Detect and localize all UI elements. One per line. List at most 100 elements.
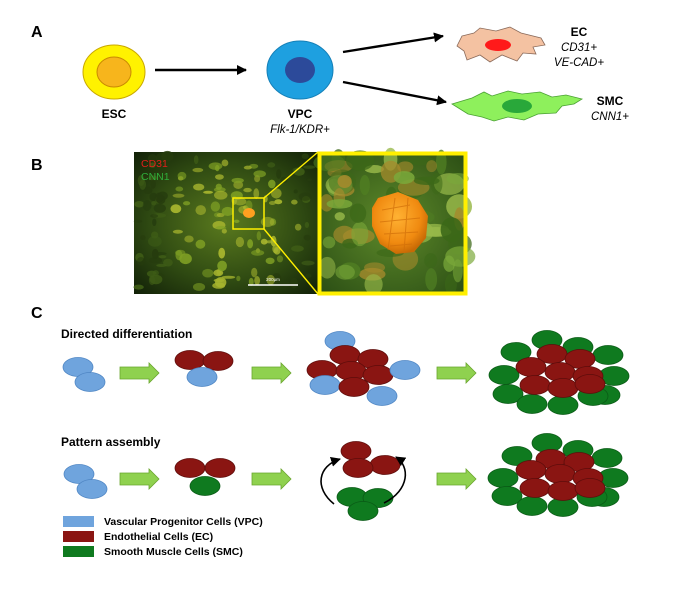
tissue-speck <box>134 200 145 208</box>
zoomed-tissue-speck <box>435 149 447 175</box>
tissue-speck <box>156 263 167 267</box>
tissue-speck <box>248 277 254 286</box>
tissue-speck <box>182 201 191 206</box>
ec-cell-nucleus <box>485 39 511 51</box>
zoomed-tissue-speck <box>326 199 353 209</box>
ec-cell <box>519 375 551 395</box>
tissue-speck <box>251 267 258 278</box>
tissue-speck <box>215 183 222 191</box>
ec-cell <box>519 478 551 498</box>
tissue-speck <box>221 206 234 216</box>
tissue-speck <box>150 179 156 189</box>
ec-cell <box>204 458 236 478</box>
tissue-speck <box>281 280 290 288</box>
tissue-speck <box>256 231 262 241</box>
smc-cell <box>592 345 624 365</box>
tissue-speck <box>236 275 241 282</box>
tissue-speck <box>267 162 276 168</box>
ec-cell <box>369 455 401 475</box>
tissue-speck <box>172 229 183 234</box>
ec-marker-1: CD31+ <box>561 42 597 54</box>
tissue-speck <box>193 155 199 165</box>
tissue-speck <box>216 212 225 218</box>
tissue-speck <box>193 183 205 191</box>
legend-label-ec: Endothelial Cells (EC) <box>104 531 213 543</box>
esc-cell-icon <box>82 44 146 100</box>
zoomed-tissue-speck <box>393 171 415 184</box>
tissue-speck <box>184 235 194 243</box>
tissue-speck <box>175 249 186 256</box>
zoomed-tissue-speck <box>424 253 438 269</box>
tissue-speck <box>268 201 276 206</box>
vpc-cell <box>186 367 218 387</box>
tissue-speck <box>152 270 159 276</box>
tissue-speck <box>153 203 166 213</box>
cell-clusters <box>62 330 630 521</box>
green-process-arrow-icon <box>436 362 477 384</box>
tissue-speck <box>203 190 214 194</box>
tissue-speck <box>157 191 168 201</box>
tissue-speck <box>260 238 268 245</box>
tissue-speck <box>177 171 187 181</box>
tissue-speck <box>149 162 156 168</box>
smc-cell <box>500 342 532 362</box>
green-process-arrow-icon <box>251 468 292 490</box>
esc-cell-nucleus <box>96 56 132 88</box>
tissue-speck <box>243 187 252 193</box>
tissue-speck <box>233 197 247 206</box>
tissue-speck <box>291 245 304 252</box>
smc-cell <box>547 395 579 415</box>
zoomed-tissue-speck <box>318 256 336 279</box>
tissue-speck <box>150 214 159 218</box>
smc-cell-icon <box>451 90 584 122</box>
ec-cell <box>547 378 579 398</box>
vpc-cell-icon <box>266 40 334 100</box>
tissue-speck <box>213 190 228 200</box>
tissue-speck <box>136 257 146 266</box>
ec-cell <box>515 460 547 480</box>
zoomed-tissue-speck <box>445 246 476 267</box>
tissue-speck <box>139 179 147 190</box>
legend-swatch-vpc <box>63 516 94 527</box>
tissue-speck <box>215 174 224 180</box>
zoomed-tissue-speck <box>430 172 443 195</box>
tissue-speck <box>218 247 226 259</box>
tissue-speck <box>133 284 144 290</box>
zoomed-tissue-speck <box>359 175 370 196</box>
tissue-speck <box>210 201 221 212</box>
tissue-speck <box>274 199 283 205</box>
tissue-speck <box>298 192 312 201</box>
tissue-speck <box>158 255 167 259</box>
tissue-speck <box>202 268 214 278</box>
tissue-speck <box>243 165 252 170</box>
legend-label-vpc: Vascular Progenitor Cells (VPC) <box>104 516 263 528</box>
tissue-speck <box>170 204 182 214</box>
tissue-speck <box>304 221 310 228</box>
ec-label: EC <box>571 25 588 39</box>
tissue-speck <box>149 274 163 285</box>
zoomed-tissue-speck <box>322 236 336 249</box>
tissue-speck <box>147 153 158 164</box>
tissue-speck <box>253 170 266 178</box>
ec-cell <box>202 351 234 371</box>
loop-arrow-icon <box>383 456 407 504</box>
zoom-line-top <box>263 151 319 199</box>
tissue-speck <box>175 186 184 192</box>
vpc-cell <box>76 479 108 499</box>
tissue-speck <box>133 219 143 223</box>
ec-cell <box>574 478 606 498</box>
ec-cell <box>174 350 206 370</box>
legend-label-smc: Smooth Muscle Cells (SMC) <box>104 546 243 558</box>
smc-cell <box>488 365 520 385</box>
tissue-speck <box>208 162 223 170</box>
ec-cell <box>340 441 372 461</box>
loop-arrow-icon <box>320 456 341 505</box>
zoomed-tissue-speck <box>452 259 463 283</box>
ec-cell <box>342 458 374 478</box>
tissue-speck <box>276 255 284 263</box>
tissue-speck <box>147 235 162 247</box>
tissue-texture <box>133 150 316 291</box>
smc-label: SMC <box>597 94 624 108</box>
zoomed-frame <box>317 151 468 296</box>
tissue-speck <box>215 225 227 230</box>
